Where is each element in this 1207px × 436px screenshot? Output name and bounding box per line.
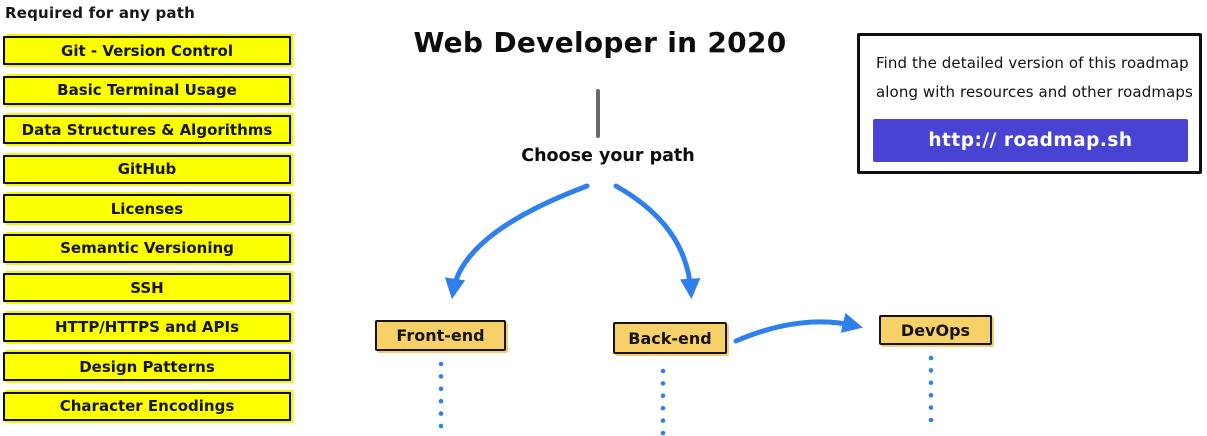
page-title: Web Developer in 2020 bbox=[413, 26, 787, 59]
info-text-line-2: along with resources and other roadmaps bbox=[876, 82, 1193, 101]
roadmap-url-button[interactable]: http:// roadmap.sh bbox=[873, 119, 1188, 162]
topic-box-semantic-versioning[interactable]: Semantic Versioning bbox=[3, 233, 291, 263]
path-box-back-end[interactable]: Back-end bbox=[613, 322, 727, 354]
arrow-to-front-end bbox=[444, 183, 590, 300]
topic-box-data-structures-algorithms[interactable]: Data Structures & Algorithms bbox=[3, 115, 291, 144]
topic-box-basic-terminal-usage[interactable]: Basic Terminal Usage bbox=[3, 75, 291, 105]
choose-your-path-label: Choose your path bbox=[521, 146, 695, 166]
path-box-devops[interactable]: DevOps bbox=[879, 315, 992, 345]
info-text-line-1: Find the detailed version of this roadma… bbox=[876, 54, 1189, 72]
title-connector-line bbox=[596, 89, 600, 138]
topic-box-http-https-apis[interactable]: HTTP/HTTPS and APIs bbox=[3, 312, 291, 342]
arrow-back-end-to-devops bbox=[733, 312, 863, 344]
required-topics-panel: Required for any path Git - Version Cont… bbox=[3, 4, 291, 431]
topic-box-character-encodings[interactable]: Character Encodings bbox=[3, 391, 291, 421]
topic-box-github[interactable]: GitHub bbox=[3, 154, 291, 184]
arrow-to-back-end bbox=[613, 183, 701, 300]
path-box-front-end[interactable]: Front-end bbox=[375, 320, 506, 351]
required-topics-heading: Required for any path bbox=[5, 4, 195, 22]
topic-box-licenses[interactable]: Licenses bbox=[3, 194, 291, 223]
roadmap-info-box: Find the detailed version of this roadma… bbox=[857, 33, 1202, 174]
topic-box-design-patterns[interactable]: Design Patterns bbox=[3, 352, 291, 381]
topic-box-ssh[interactable]: SSH bbox=[3, 273, 291, 302]
topic-box-git-version-control[interactable]: Git - Version Control bbox=[3, 36, 291, 65]
